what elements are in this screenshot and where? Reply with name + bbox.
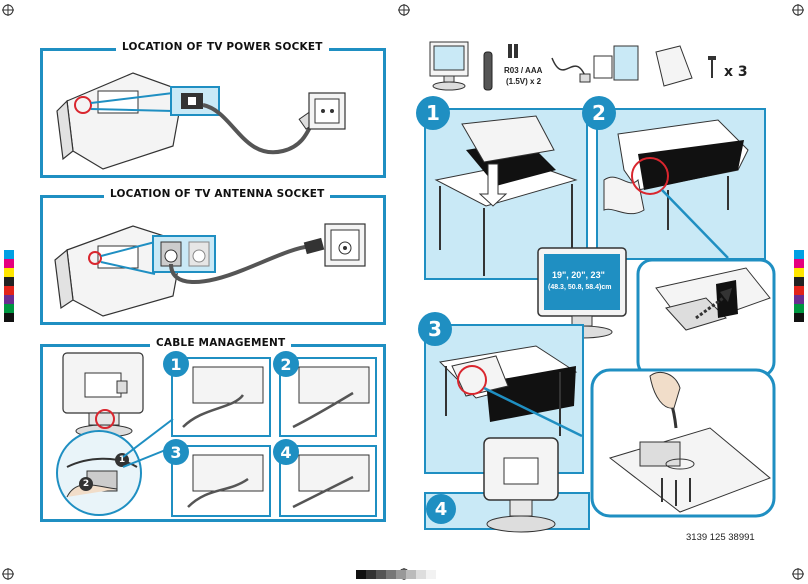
step-2-badge: 2 xyxy=(582,96,616,130)
tv-rear-stand-illustration xyxy=(62,352,144,438)
step-4-illustration xyxy=(483,437,559,533)
antenna-socket-panel xyxy=(40,195,386,325)
document-number: 3139 125 38991 xyxy=(686,532,755,543)
cable-step-4-badge: 4 xyxy=(273,439,299,465)
screw-fastening-zoom-illustration xyxy=(590,368,776,518)
zoom-callout-2: 2 xyxy=(79,477,93,491)
monitor-sizes-label: 19", 20", 23" xyxy=(552,270,605,280)
step-4-badge: 4 xyxy=(426,494,456,524)
battery-type-label: R03 / AAA xyxy=(504,66,543,75)
registration-mark-bottom-right-icon xyxy=(792,568,804,580)
cable-step-2-badge: 2 xyxy=(273,351,299,377)
step-1-badge: 1 xyxy=(416,96,450,130)
box-contents-illustration xyxy=(429,41,716,91)
power-socket-title: LOCATION OF TV POWER SOCKET xyxy=(116,41,329,53)
color-bar-left xyxy=(4,250,14,322)
gray-scale-bar xyxy=(356,570,436,579)
tv-antenna-socket-illustration xyxy=(54,223,366,317)
registration-mark-top-right-icon xyxy=(792,4,804,16)
cable-management-panel: 1 2 1 2 3 4 xyxy=(40,344,386,522)
step-3-badge: 3 xyxy=(418,312,452,346)
cable-step-1-badge: 1 xyxy=(163,351,189,377)
step-1-illustration xyxy=(434,115,578,276)
color-bar-right xyxy=(794,250,804,322)
power-socket-panel xyxy=(40,48,386,178)
zoom-callout-1: 1 xyxy=(115,453,129,467)
registration-mark-top-left-icon xyxy=(2,4,14,16)
registration-mark-top-center-icon xyxy=(398,4,410,16)
battery-count-label: (1.5V) x 2 xyxy=(506,77,542,86)
screw-count-label: x 3 xyxy=(724,64,748,80)
cable-step-3-badge: 3 xyxy=(163,439,189,465)
monitor-sizes-cm-label: (48.3, 50.8, 58.4)cm xyxy=(548,284,612,291)
step-2-illustration xyxy=(603,119,749,258)
cable-management-title: CABLE MANAGEMENT xyxy=(150,337,292,349)
step-3-illustration xyxy=(438,345,582,438)
tv-power-socket-illustration xyxy=(56,72,346,170)
cable-steps-illustrations xyxy=(122,366,370,509)
stand-insert-zoom-illustration xyxy=(636,258,776,378)
registration-mark-bottom-left-icon xyxy=(2,568,14,580)
antenna-socket-title: LOCATION OF TV ANTENNA SOCKET xyxy=(104,188,331,200)
